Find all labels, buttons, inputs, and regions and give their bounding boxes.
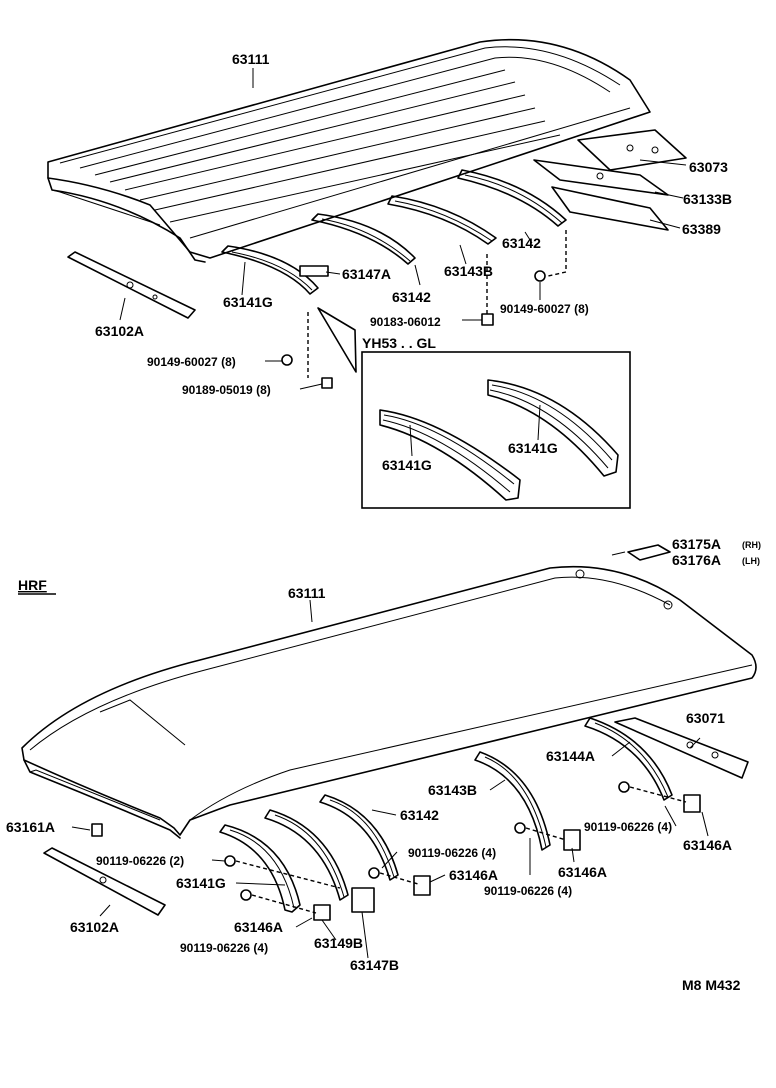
upper-rail-63102A — [67, 251, 196, 319]
label-clip-right: 90183-06012 — [370, 315, 441, 329]
label-63176A-side: (LH) — [742, 556, 760, 566]
label-63141G-hrf: 63141G — [176, 875, 226, 891]
label-63146A-b: 63146A — [558, 864, 607, 880]
hrf-bolts — [224, 781, 687, 914]
hrf-bow-63141G — [219, 824, 301, 913]
hrf-bow-63142 — [319, 794, 399, 881]
upper-bow-rear-63142 — [457, 169, 567, 227]
label-63161A: 63161A — [6, 819, 55, 835]
hrf-leaders — [71, 551, 709, 959]
label-63111-hrf: 63111 — [288, 585, 326, 601]
label-63175A: 63175A — [672, 536, 721, 552]
label-63142-rear: 63142 — [502, 235, 541, 251]
label-63143B-upper: 63143B — [444, 263, 493, 279]
part-63147A — [299, 265, 329, 277]
label-63102A-hrf: 63102A — [70, 919, 119, 935]
upper-roof-panel — [47, 38, 651, 263]
label-63175A-side: (RH) — [742, 540, 761, 550]
label-bolt-left: 90149-60027 (8) — [147, 355, 236, 369]
hrf-brackets — [313, 794, 701, 921]
inset-box: YH53 . . GL 63141G 63141G — [361, 335, 631, 509]
inset-title: YH53 . . GL — [362, 335, 436, 351]
label-63142-upper: 63142 — [392, 289, 431, 305]
label-63389: 63389 — [682, 221, 721, 237]
label-bolt-e: 90119-06226 (4) — [180, 941, 268, 955]
upper-bow-63142 — [311, 213, 416, 265]
label-bolt-right: 90149-60027 (8) — [500, 302, 589, 316]
wedge-part — [317, 307, 357, 373]
label-63149B: 63149B — [314, 935, 363, 951]
label-63071: 63071 — [686, 710, 725, 726]
label-63102A-upper: 63102A — [95, 323, 144, 339]
label-63147B: 63147B — [350, 957, 399, 973]
label-63147A: 63147A — [342, 266, 391, 282]
label-63142-hrf: 63142 — [400, 807, 439, 823]
label-63141G-inset-a: 63141G — [382, 457, 432, 473]
label-63073: 63073 — [689, 159, 728, 175]
inset-bow-b — [487, 379, 619, 477]
label-63141G-upper: 63141G — [223, 294, 273, 310]
label-63146A-a: 63146A — [449, 867, 498, 883]
label-bolt-d: 90119-06226 (4) — [584, 820, 672, 834]
hrf-bracket-rh-lh — [627, 544, 671, 561]
label-bolt-c: 90119-06226 (4) — [484, 884, 572, 898]
label-63143B-hrf: 63143B — [428, 782, 477, 798]
upper-bow-63141G — [221, 245, 319, 295]
hrf-bow-a — [264, 809, 349, 901]
hrf-bow-63144A — [584, 717, 673, 801]
hrf-bow-63143B — [474, 751, 551, 851]
hrf-cap-63161A — [91, 823, 103, 837]
upper-fasteners — [281, 230, 567, 389]
inset-bow-a — [379, 409, 521, 501]
panel-63073 — [577, 129, 687, 171]
panel-63389 — [551, 186, 669, 231]
label-63144A: 63144A — [546, 748, 595, 764]
label-63141G-inset-b: 63141G — [508, 440, 558, 456]
label-63146A-c: 63146A — [683, 837, 732, 853]
label-clip-left: 90189-05019 (8) — [182, 383, 271, 397]
label-63111-upper: 63111 — [232, 51, 270, 67]
label-63133B: 63133B — [683, 191, 732, 207]
label-63176A: 63176A — [672, 552, 721, 568]
upper-bow-63143B — [387, 195, 497, 245]
hrf-rail-63102A — [43, 847, 166, 916]
upper-leaders — [119, 68, 687, 390]
footer-ref: M8 M432 — [682, 977, 741, 993]
label-63146A-d: 63146A — [234, 919, 283, 935]
label-bolt-b: 90119-06226 (4) — [408, 846, 496, 860]
label-bolt-a: 90119-06226 (2) — [96, 854, 184, 868]
hrf-roof-panel — [21, 565, 757, 839]
section-label-hrf: HRF — [18, 577, 47, 593]
